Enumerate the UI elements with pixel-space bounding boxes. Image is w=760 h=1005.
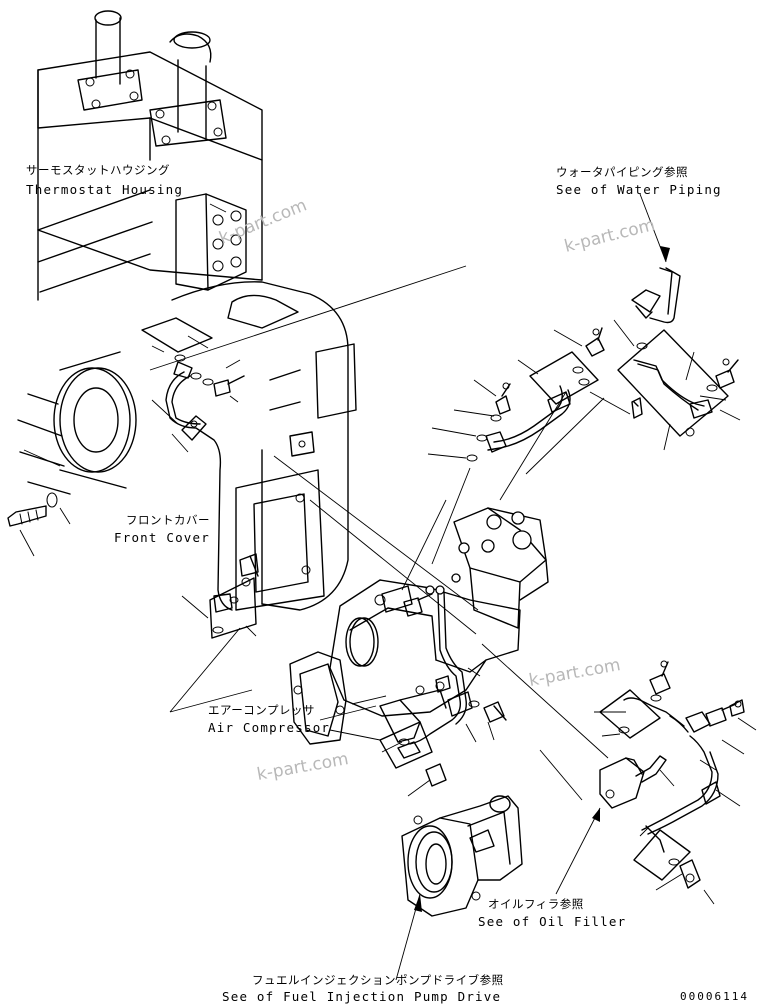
compressor-tube bbox=[466, 327, 605, 462]
fuel-pump-label-en: See of Fuel Injection Pump Drive bbox=[222, 989, 501, 1004]
watermark-4: k-part.com bbox=[255, 749, 350, 785]
front-cover-tube bbox=[141, 317, 259, 639]
water-piping-tube bbox=[617, 267, 739, 437]
oil-filler-label-jp: オイルフィラ参照 bbox=[488, 897, 584, 911]
air-compressor bbox=[289, 507, 549, 787]
air-compressor-label-jp: エアーコンプレッサ bbox=[208, 703, 315, 717]
drawing-code: 00006114 bbox=[680, 990, 749, 1003]
thermostat-label-jp: サーモスタットハウジング bbox=[26, 163, 170, 177]
oil-filler-label-en: See of Oil Filler bbox=[478, 914, 626, 929]
fuel-pump-drive bbox=[401, 795, 523, 917]
labels: サーモスタットハウジング Thermostat Housing ウォータパイピン… bbox=[26, 163, 749, 1004]
front-cover-label-en: Front Cover bbox=[114, 530, 210, 545]
front-cover-bolt bbox=[7, 492, 58, 527]
air-compressor-label-en: Air Compressor bbox=[208, 720, 330, 735]
watermarks: k-part.com k-part.com k-part.com k-part.… bbox=[216, 195, 657, 785]
fuel-pump-label-jp: フュエルインジェクションポンプドライブ参照 bbox=[252, 973, 504, 987]
water-piping-label-jp: ウォータパイピング参照 bbox=[556, 165, 688, 179]
leader-lines bbox=[19, 193, 757, 981]
watermark-2: k-part.com bbox=[562, 215, 657, 257]
watermark-3: k-part.com bbox=[527, 655, 622, 691]
compressor-oil-tube bbox=[409, 591, 507, 745]
front-cover-label-jp: フロントカバー bbox=[126, 513, 210, 527]
thermostat-label-en: Thermostat Housing bbox=[26, 182, 183, 197]
water-piping-label-en: See of Water Piping bbox=[556, 182, 722, 197]
engine-block bbox=[17, 10, 357, 611]
oil-filler-tube bbox=[599, 660, 745, 889]
